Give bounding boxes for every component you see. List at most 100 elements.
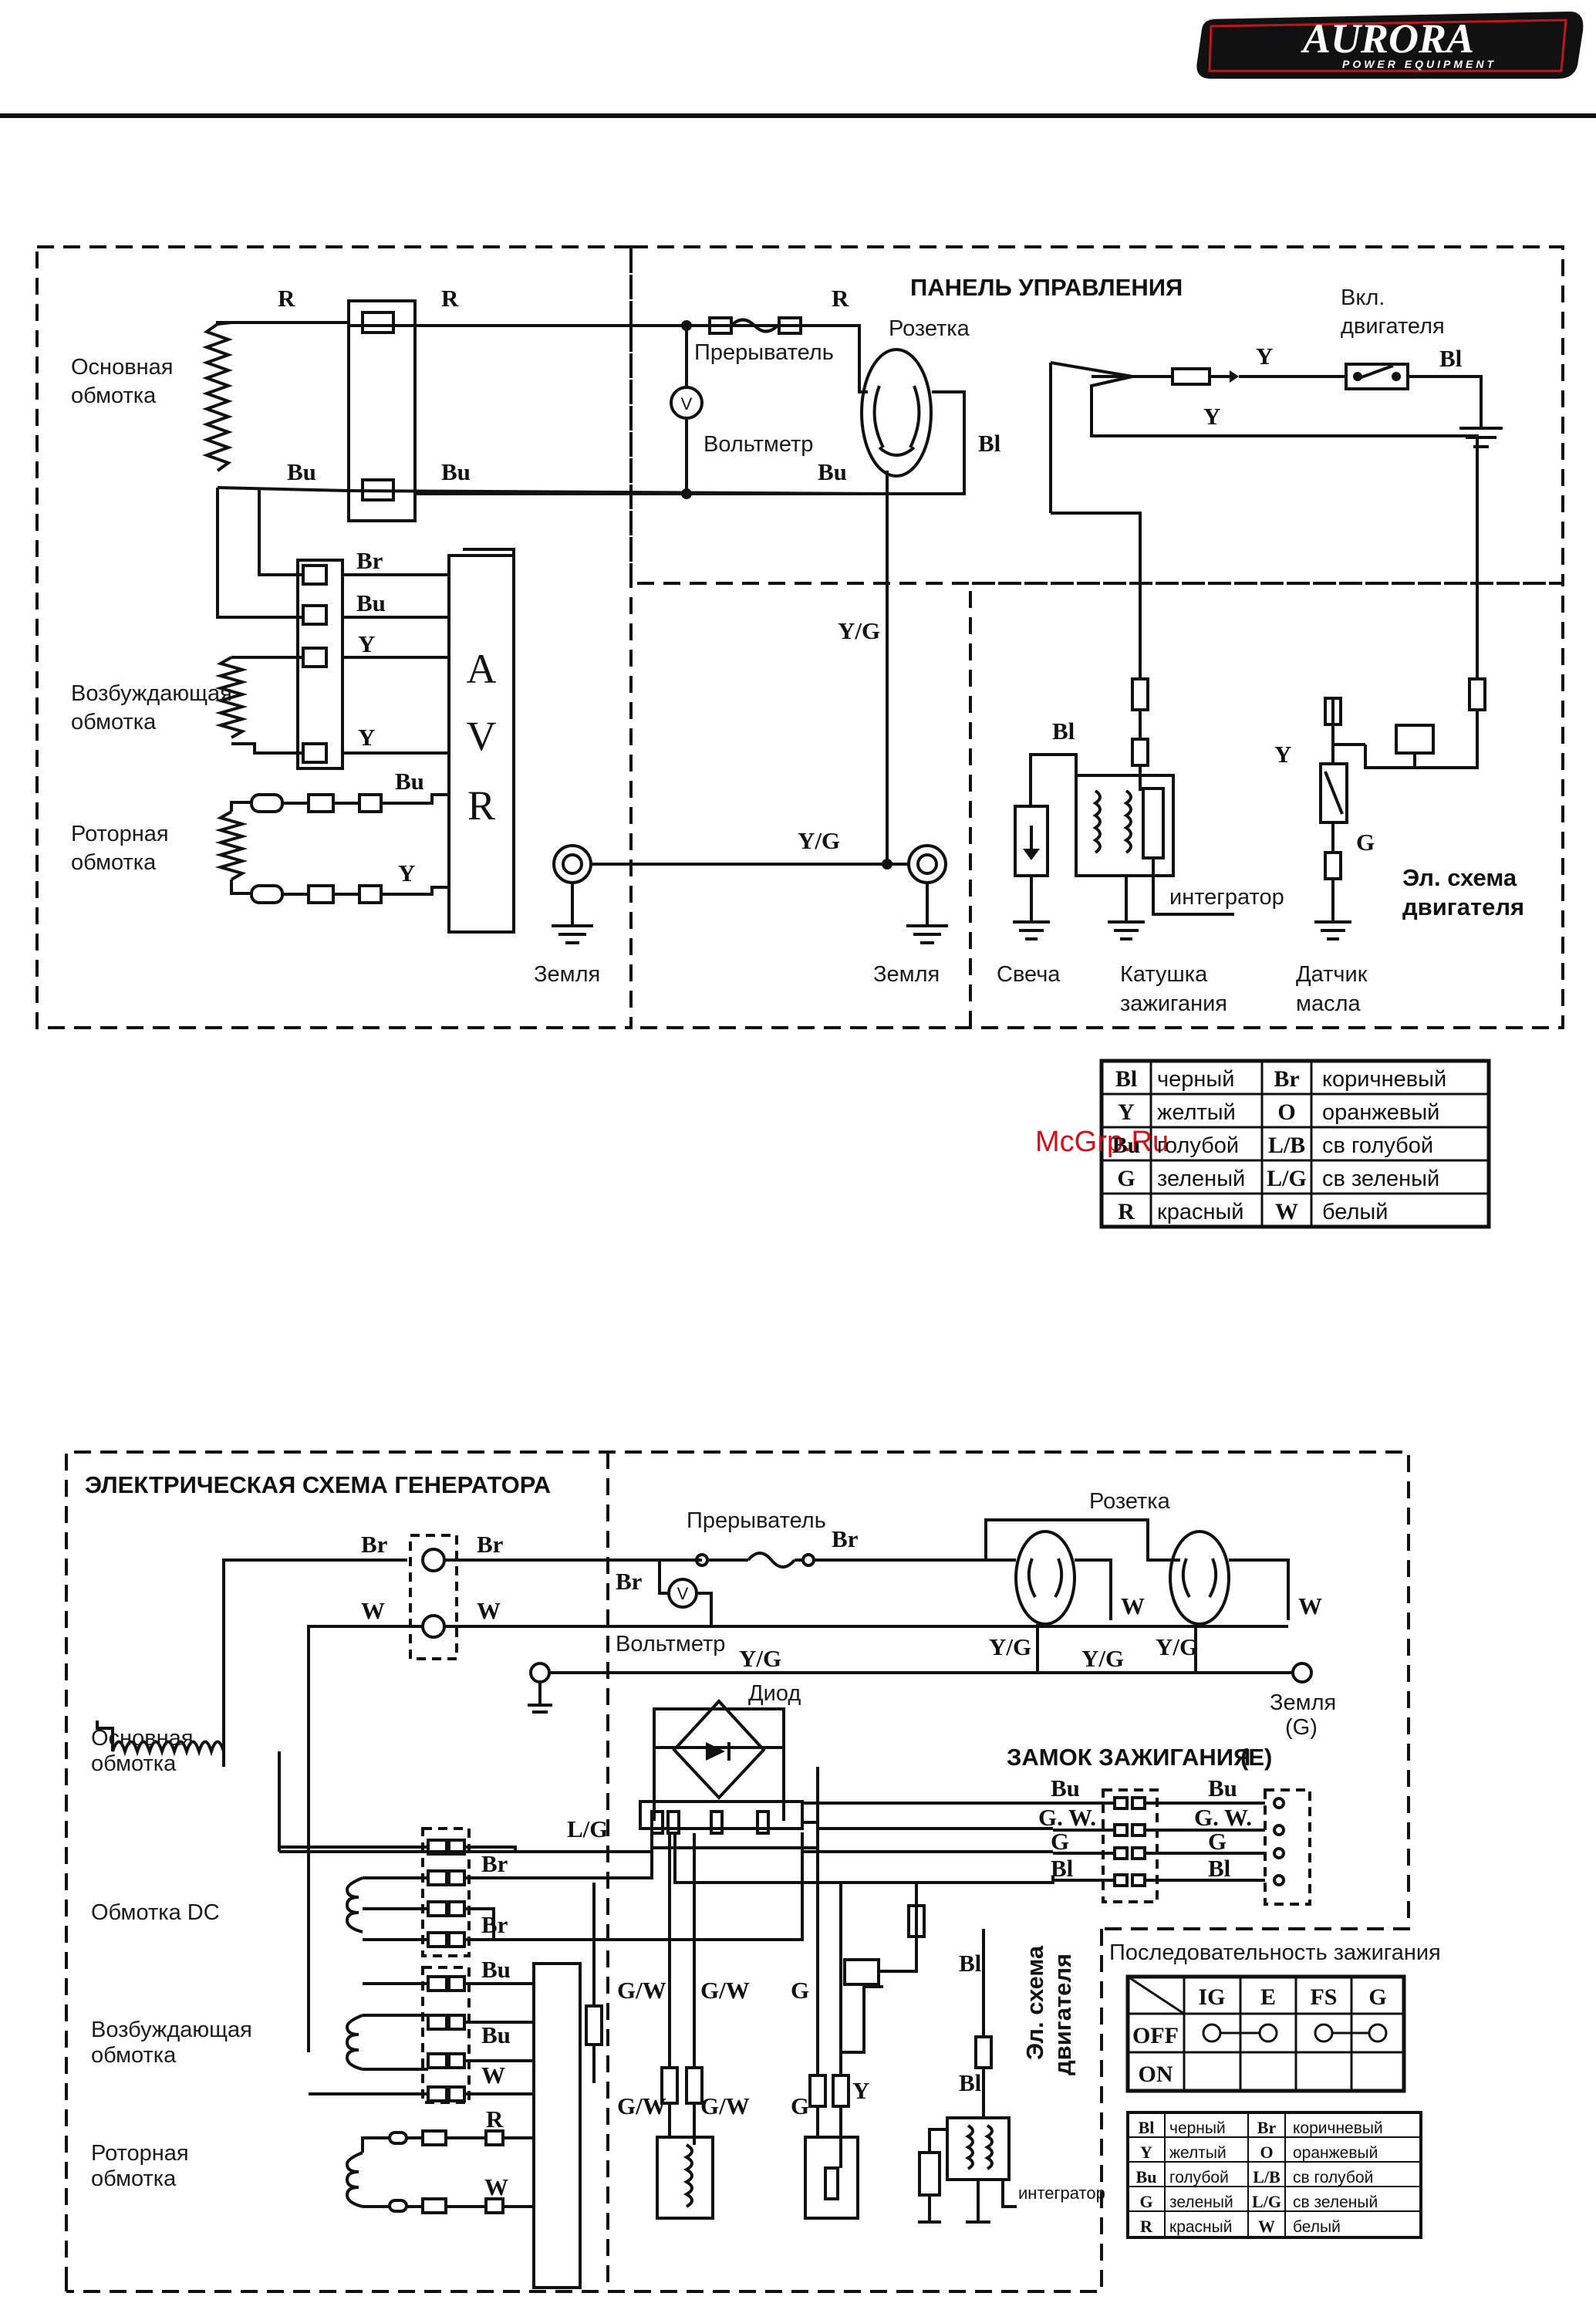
main-winding-label-2: обмотка xyxy=(71,383,157,408)
svg-text:Br: Br xyxy=(616,1568,643,1595)
svg-text:G: G xyxy=(1051,1828,1069,1855)
svg-text:V: V xyxy=(677,1584,689,1603)
svg-text:Y: Y xyxy=(1274,741,1291,768)
svg-text:Br: Br xyxy=(481,1911,508,1938)
rotor-winding-2-label-2: обмотка xyxy=(91,2166,177,2191)
oil-sensor-label-1: Датчик xyxy=(1296,962,1368,987)
diagram-1: ПАНЕЛЬ УПРАВЛЕНИЯ Основная обмотка R R R… xyxy=(35,245,1564,1029)
legend1-code2: Br xyxy=(1274,1066,1299,1092)
legend2-name: зеленый xyxy=(1169,2193,1233,2211)
legend1-code2: W xyxy=(1275,1199,1298,1224)
svg-text:IG: IG xyxy=(1198,1984,1225,2010)
svg-text:Y: Y xyxy=(358,630,375,657)
svg-text:Y/G: Y/G xyxy=(989,1633,1031,1660)
ignition-lock-block xyxy=(1102,1788,1159,1903)
svg-text:W: W xyxy=(1121,1592,1145,1619)
legend1-name2: коричневый xyxy=(1322,1067,1446,1092)
engine-scheme-label-2: двигателя xyxy=(1402,893,1524,920)
svg-text:G. W.: G. W. xyxy=(1038,1804,1096,1831)
svg-text:Bu: Bu xyxy=(818,458,847,485)
legend1-code2: L/G xyxy=(1267,1166,1307,1191)
socket-label: Розетка xyxy=(889,316,970,341)
ground-right-label: Земля xyxy=(873,962,940,987)
ignition-coil-label-1: Катушка xyxy=(1120,962,1208,987)
svg-text:G: G xyxy=(1208,1828,1227,1855)
legend1-code2: O xyxy=(1277,1099,1295,1125)
color-legend-2 xyxy=(1126,2111,1422,2239)
legend2-code: G xyxy=(1139,2192,1152,2211)
svg-text:Br: Br xyxy=(356,547,383,574)
svg-text:W: W xyxy=(481,2062,505,2089)
svg-text:V: V xyxy=(467,713,497,759)
svg-text:G/W: G/W xyxy=(617,1977,666,2004)
legend2-name: желтый xyxy=(1169,2144,1227,2162)
ground-label-2: Земля xyxy=(1270,1690,1336,1715)
svg-text:G: G xyxy=(1356,829,1375,856)
logo-brand: AURORA xyxy=(1301,15,1474,62)
socket-symbol xyxy=(860,348,933,478)
main-winding-2-label-2: обмотка xyxy=(91,1751,177,1776)
svg-text:Bl: Bl xyxy=(1051,1855,1074,1882)
ground-symbol-2a xyxy=(528,1662,552,1714)
main-winding-label-1: Основная xyxy=(71,355,173,380)
exciter-winding-2-label-1: Возбуждающая xyxy=(91,2018,252,2042)
legend1-name: зеленый xyxy=(1157,1167,1245,1191)
svg-text:G: G xyxy=(791,2092,809,2119)
svg-text:R: R xyxy=(441,285,459,312)
engine-switch-label-1: Вкл. xyxy=(1341,285,1385,310)
generator-frame xyxy=(35,245,633,1029)
socket-symbol-2b xyxy=(1169,1530,1230,1626)
ground-symbol-2b xyxy=(1291,1662,1313,1683)
svg-text:V: V xyxy=(681,394,693,414)
svg-text:Bu: Bu xyxy=(481,2021,511,2048)
control-panel-frame xyxy=(629,245,1564,585)
integrator-label-2: интегратор xyxy=(1018,2183,1105,2203)
svg-text:Y: Y xyxy=(1256,343,1273,370)
legend2-name: черный xyxy=(1169,2119,1226,2137)
engine-scheme-2-label-2: двигателя xyxy=(1049,1954,1076,2075)
engine-scheme-label-1: Эл. схема xyxy=(1402,864,1517,891)
legend2-code: Y xyxy=(1140,2143,1152,2162)
socket-label-2: Розетка xyxy=(1089,1489,1171,1514)
ground-label-2b: (G) xyxy=(1285,1715,1318,1740)
svg-text:G: G xyxy=(791,1977,809,2004)
diode-label: Диод xyxy=(748,1681,801,1706)
ignition-sequence: Последовательность зажигания IG E FS G O… xyxy=(1109,1940,1441,2093)
socket-symbol-2a xyxy=(1014,1530,1076,1626)
aurora-logo: AURORA POWER EQUIPMENT xyxy=(1196,12,1584,79)
ground-right-symbol xyxy=(906,844,948,944)
legend2-name2: св зеленый xyxy=(1293,2193,1378,2211)
rotor-winding-2-label-1: Роторная xyxy=(91,2141,189,2166)
legend2-code: Bl xyxy=(1139,2118,1155,2137)
svg-text:Bu: Bu xyxy=(481,1956,511,1983)
engine-switch-label-2: двигателя xyxy=(1341,314,1445,339)
svg-text:G/W: G/W xyxy=(700,2092,750,2119)
dc-winding-label: Обмотка DC xyxy=(91,1900,220,1925)
svg-text:Y/G: Y/G xyxy=(739,1645,781,1672)
legend2-name2: белый xyxy=(1293,2218,1341,2236)
diode-bridge xyxy=(653,1707,785,1749)
svg-text:G: G xyxy=(1368,1984,1386,2010)
svg-text:Y: Y xyxy=(852,2077,869,2104)
legend2-name2: оранжевый xyxy=(1293,2144,1378,2162)
svg-text:W: W xyxy=(361,1597,385,1624)
svg-text:Br: Br xyxy=(832,1525,859,1552)
ignition-coil-label-2: зажигания xyxy=(1120,991,1227,1016)
legend1-code: Bu xyxy=(1112,1133,1141,1158)
legend1-code: Y xyxy=(1118,1099,1135,1125)
svg-text:Br: Br xyxy=(477,1531,504,1558)
svg-text:Bu: Bu xyxy=(395,768,424,795)
logo-tagline: POWER EQUIPMENT xyxy=(1342,58,1496,70)
legend2-code2: L/G xyxy=(1252,2192,1281,2211)
svg-text:Bl: Bl xyxy=(1439,345,1463,372)
svg-text:Bl: Bl xyxy=(959,2069,982,2096)
legend2-code2: O xyxy=(1260,2143,1273,2162)
ground-left-label: Земля xyxy=(534,962,600,987)
voltmeter-label: Вольтметр xyxy=(704,432,813,457)
watermark: McGrp.Ru xyxy=(1035,1126,1169,1158)
integrator-label: интегратор xyxy=(1169,885,1284,910)
svg-text:W: W xyxy=(484,2173,508,2200)
main-winding-coil xyxy=(202,323,233,472)
svg-text:Y: Y xyxy=(398,859,415,886)
svg-text:Y/G: Y/G xyxy=(1156,1633,1198,1660)
